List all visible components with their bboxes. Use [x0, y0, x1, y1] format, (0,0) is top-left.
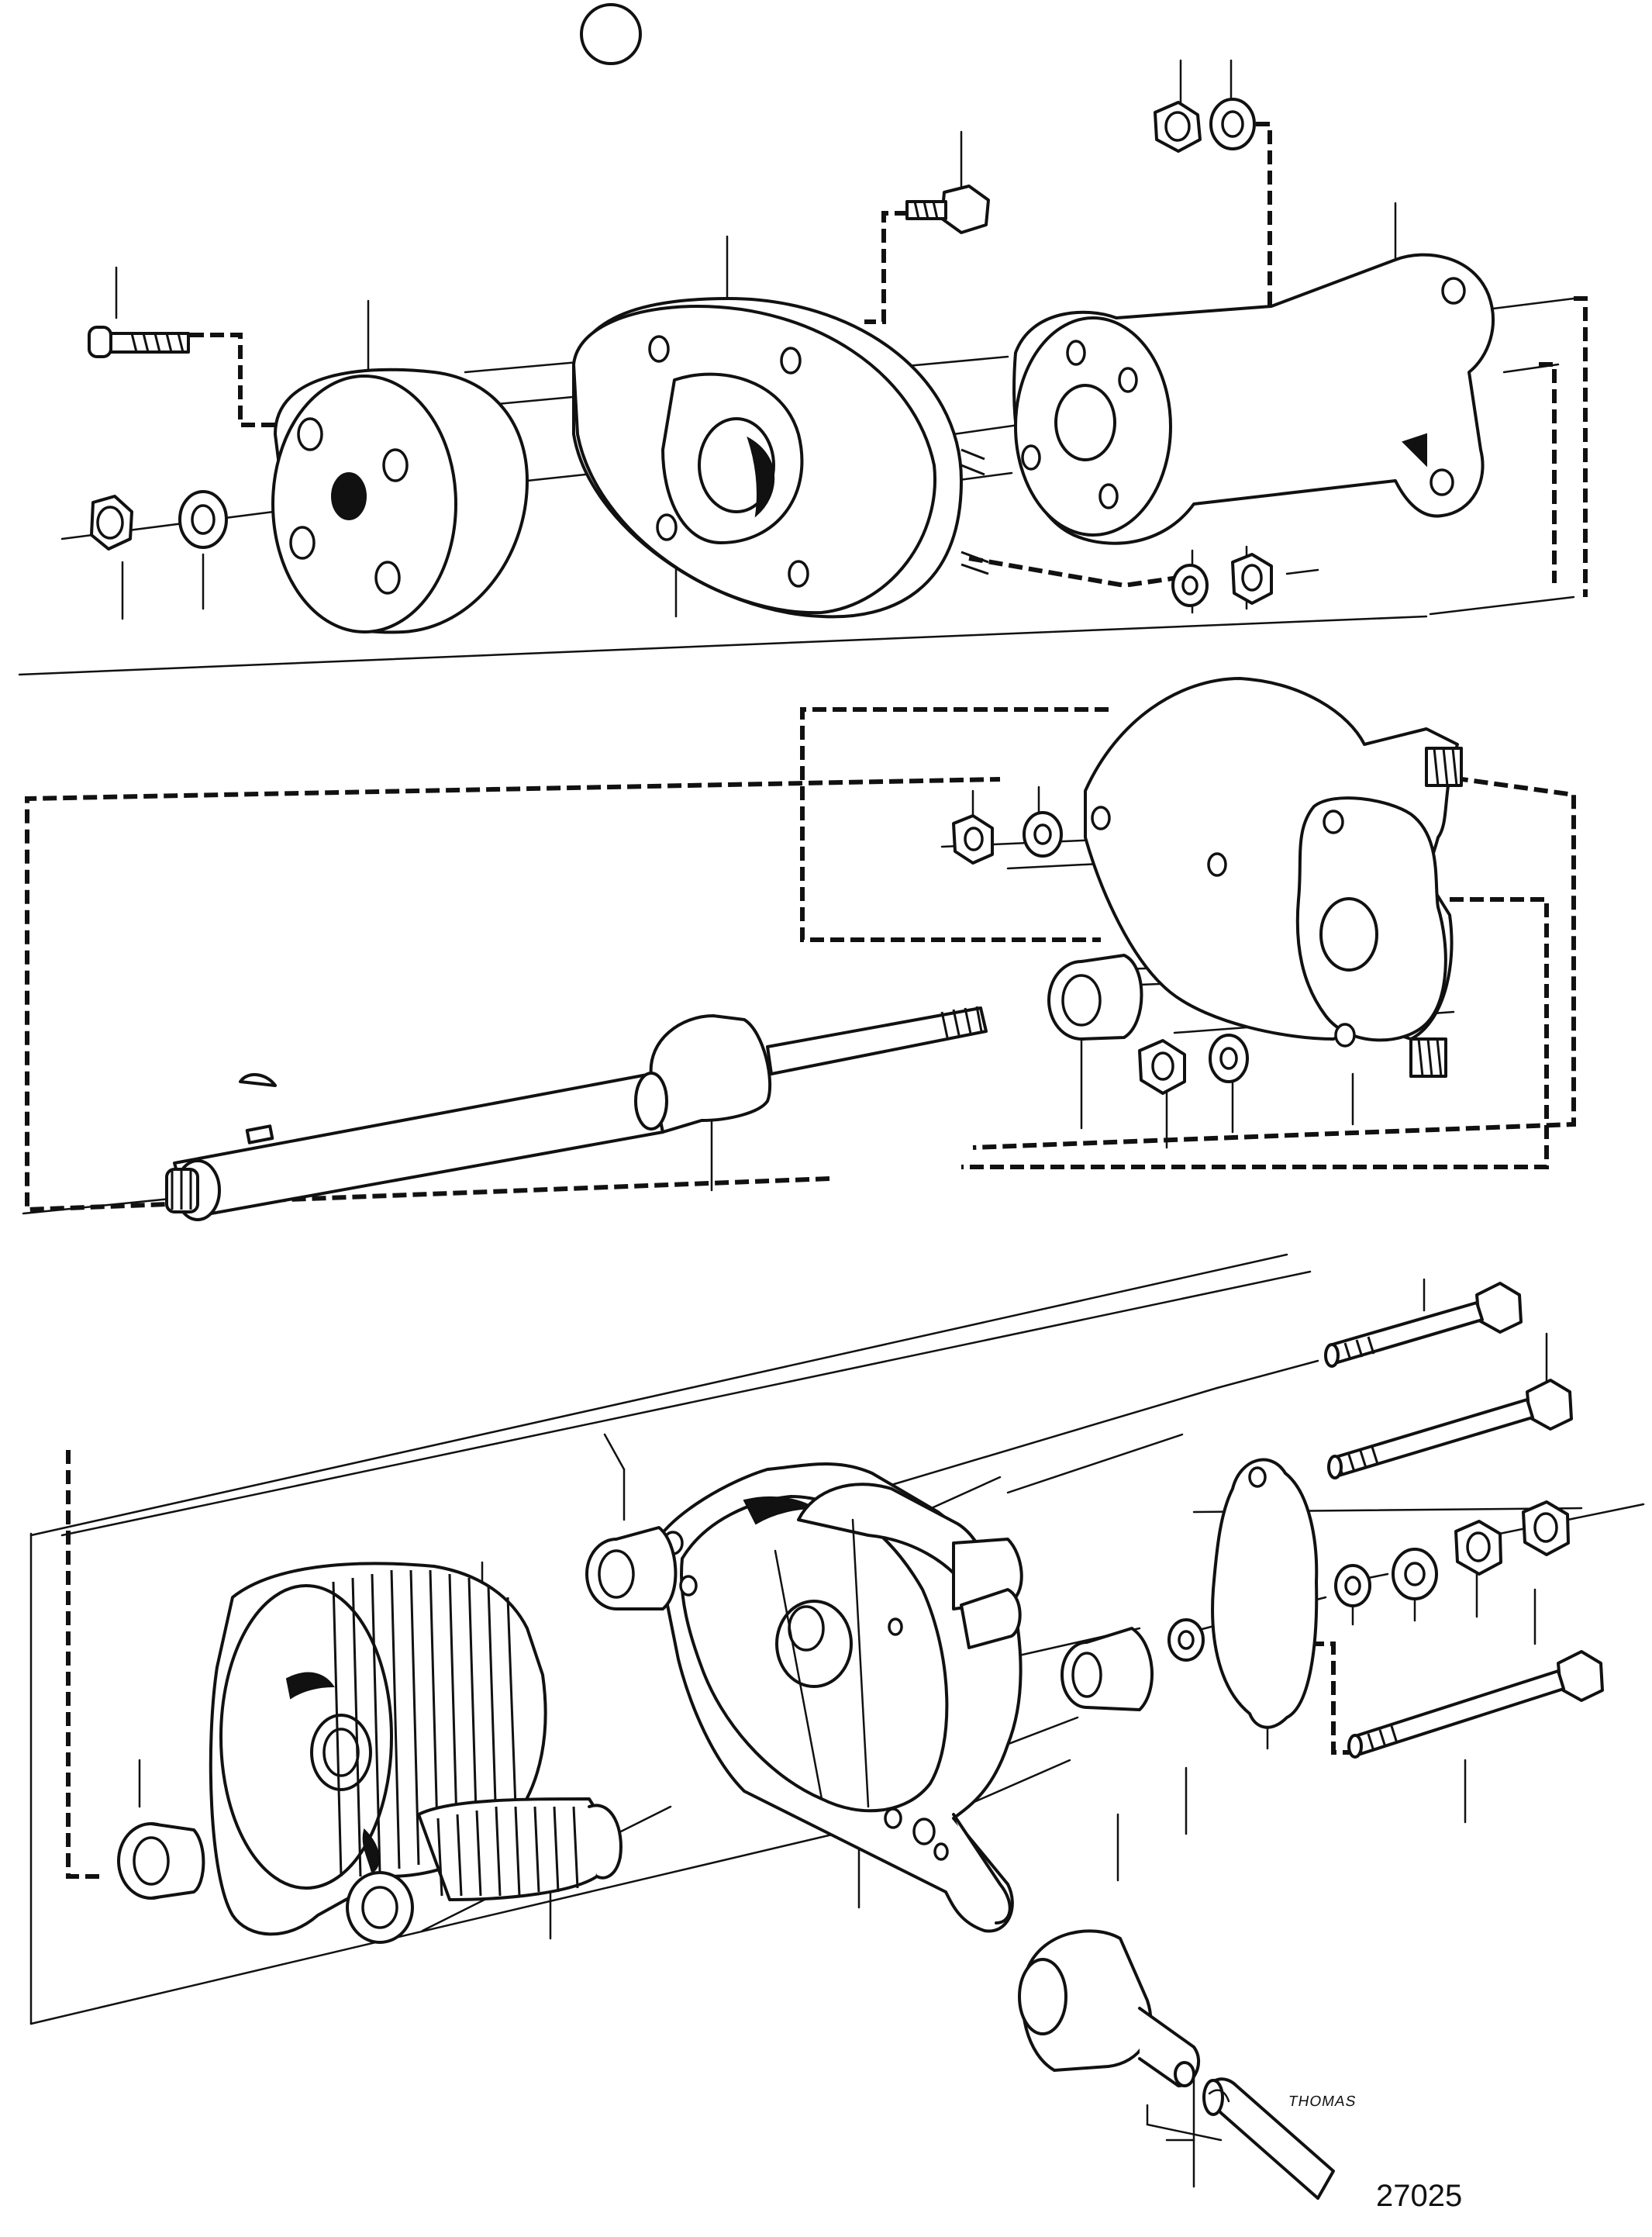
long-bolt-1 — [1324, 1282, 1523, 1368]
woodruff-key — [239, 1073, 277, 1087]
flat-washer-right — [1171, 564, 1209, 607]
hex-nut-lower-2 — [1522, 1500, 1570, 1556]
dashed-connectors-lower — [66, 1450, 1361, 1879]
pump-bushing-right — [1061, 1627, 1154, 1711]
hex-nut-top — [1154, 101, 1202, 153]
dashed-connectors-middle — [25, 707, 1576, 1213]
relief-valve-cover — [1211, 1458, 1319, 1729]
oval-flange-plate — [572, 297, 989, 619]
hex-nut-lower-middle — [1138, 1039, 1186, 1095]
frame-lines-lower — [29, 1532, 1389, 2025]
hex-bolt-top — [905, 185, 990, 234]
hex-nut-middle — [952, 814, 994, 865]
gear-bushing-left — [117, 1822, 205, 1900]
flat-washer-lower-small — [1167, 1618, 1205, 1662]
pump-cover — [1084, 677, 1463, 1078]
flat-washer-lower-1 — [1334, 1564, 1371, 1607]
hex-nut-right — [1231, 553, 1273, 605]
shaft-bushing — [1047, 954, 1143, 1041]
view-marker-circle — [580, 3, 642, 65]
shaft-coupling-sleeve — [1018, 1929, 1200, 2087]
lock-washer-lower-middle — [1209, 1034, 1249, 1083]
pump-cover-shaft-assembly — [22, 677, 1576, 1221]
drive-shaft — [165, 1006, 988, 1221]
dashed-connectors-upper — [190, 122, 1588, 597]
pump-body-housing — [654, 1462, 1023, 1933]
long-bolt-2 — [1327, 1379, 1573, 1479]
hex-nut-left — [90, 495, 133, 551]
callout-leaders-bottom — [1146, 2104, 1223, 2142]
artist-signature: THOMAS — [1287, 2094, 1358, 2110]
hex-nut-lower-1 — [1454, 1520, 1502, 1576]
lock-washer-middle — [1023, 811, 1063, 858]
coupling-hub — [271, 368, 529, 634]
cap-screw-left — [88, 326, 190, 358]
gear-pump-body-assembly — [29, 1253, 1645, 2200]
flat-washer-left — [178, 490, 228, 549]
upper-bracket-assembly — [18, 59, 1588, 676]
pump-gear-pair — [209, 1562, 623, 1944]
pump-bushing-left — [585, 1526, 678, 1610]
flat-washer-lower-2 — [1392, 1548, 1438, 1600]
lock-washer-top — [1209, 98, 1256, 150]
figure-number: 27025 — [1376, 2179, 1463, 2213]
long-bolt-3 — [1347, 1650, 1604, 1759]
support-bracket — [1012, 253, 1495, 545]
driven-shaft — [1202, 2077, 1335, 2200]
